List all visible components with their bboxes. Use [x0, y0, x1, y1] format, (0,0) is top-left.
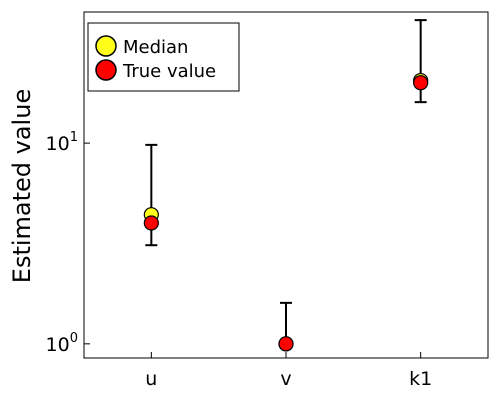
legend-marker-true-value — [95, 59, 117, 81]
legend-label-true-value: True value — [122, 61, 216, 82]
y-axis-ticks: 100 101 — [46, 130, 90, 356]
y-tick-label: 100 — [46, 331, 78, 356]
point-true-value-k1 — [413, 75, 429, 91]
legend-marker-median — [95, 35, 117, 57]
data-points — [143, 72, 429, 352]
legend-box — [87, 22, 240, 92]
legend-label-median: Median — [123, 37, 188, 58]
x-tick-label-k1: k1 — [409, 368, 432, 390]
x-tick-label-v: v — [280, 368, 291, 390]
x-tick-label-u: u — [145, 368, 157, 390]
x-axis-ticks: u v k1 — [145, 352, 432, 390]
point-true-value-u — [143, 215, 159, 231]
y-axis-title: Estimated value — [8, 89, 36, 283]
point-true-value-v — [278, 336, 294, 352]
legend: Median True value — [87, 22, 240, 92]
y-tick-label: 101 — [46, 130, 78, 155]
